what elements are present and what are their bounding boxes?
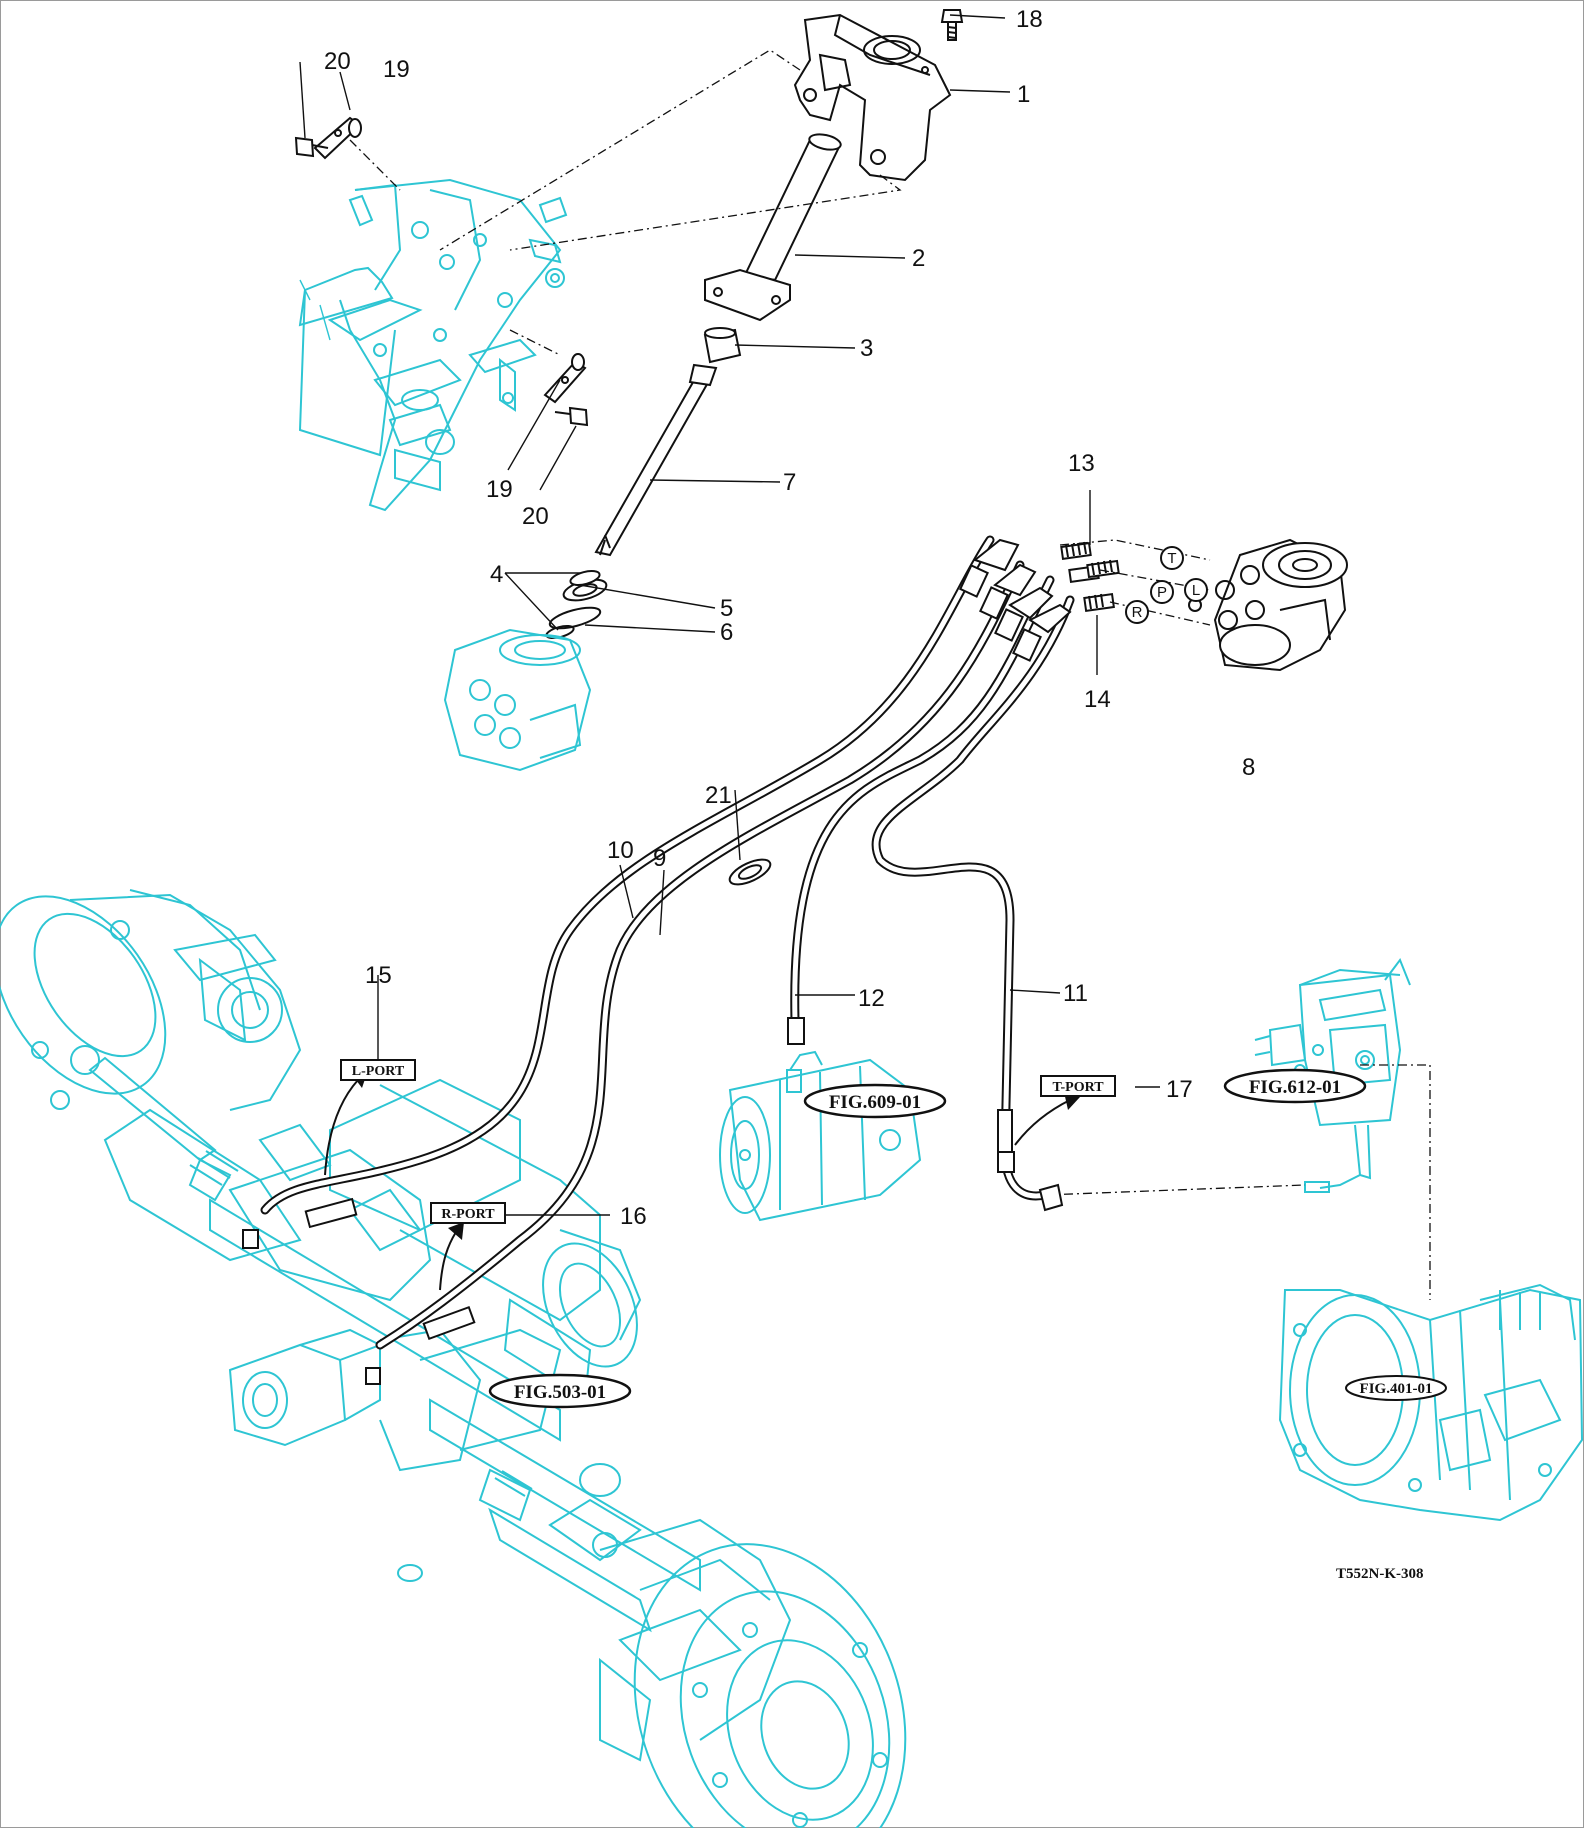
part-4-snap-ring bbox=[548, 606, 602, 630]
port-r-circle bbox=[1125, 600, 1149, 624]
callout-8: 8 bbox=[1242, 754, 1255, 781]
part-13-adapter-fittings bbox=[1060, 541, 1120, 584]
steering-unit-context bbox=[443, 628, 592, 772]
port-letter-t: T bbox=[1167, 550, 1176, 567]
callout-20-upper: 20 bbox=[324, 48, 351, 75]
port-label-boxes: L-PORT R-PORT T-PORT bbox=[340, 1059, 1116, 1224]
port-t-circle bbox=[1160, 546, 1184, 570]
steering-bracket-context bbox=[298, 178, 568, 512]
control-valve-context bbox=[1254, 957, 1411, 1193]
callout-16: 16 bbox=[620, 1203, 647, 1230]
callout-20-lower: 20 bbox=[522, 503, 549, 530]
port-letter-texts: T P L R bbox=[1132, 550, 1201, 621]
port-l-circle bbox=[1184, 578, 1208, 602]
hose-end-fittings bbox=[242, 538, 1072, 1385]
transmission-housing-context bbox=[1278, 1283, 1584, 1522]
port-letter-r: R bbox=[1132, 604, 1143, 621]
r-port-label: R-PORT bbox=[441, 1207, 495, 1222]
callout-1: 1 bbox=[1017, 81, 1030, 108]
part-18-bolt bbox=[940, 9, 964, 41]
front-axle-context bbox=[0, 889, 907, 1828]
callout-18: 18 bbox=[1016, 6, 1043, 33]
callout-21: 21 bbox=[705, 782, 732, 809]
drawing-code: T552N-K-308 bbox=[1336, 1566, 1424, 1582]
part-1-steering-bracket bbox=[793, 13, 952, 182]
part-8-steering-unit bbox=[1188, 538, 1348, 672]
figure-reference-ovals: FIG.609-01 FIG.612-01 FIG.503-01 FIG.401… bbox=[488, 1068, 1447, 1409]
part-3-bushing bbox=[703, 327, 742, 364]
callout-7: 7 bbox=[783, 469, 796, 496]
hose-9-r-port bbox=[375, 560, 1025, 1350]
port-arrows bbox=[324, 1070, 1080, 1291]
callout-19-upper: 19 bbox=[383, 56, 410, 83]
fig-503-01-ref: FIG.503-01 bbox=[514, 1382, 606, 1403]
callout-10: 10 bbox=[607, 837, 634, 864]
t-port-label: T-PORT bbox=[1052, 1080, 1104, 1095]
fig-609-01-ref: FIG.609-01 bbox=[829, 1092, 921, 1113]
callout-5: 5 bbox=[720, 595, 733, 622]
port-letter-p: P bbox=[1157, 584, 1167, 601]
callout-15: 15 bbox=[365, 962, 392, 989]
hydraulic-pump-context bbox=[719, 1050, 922, 1222]
callout-numbers: 1 2 3 4 5 6 7 8 9 10 11 12 13 14 15 16 1… bbox=[324, 6, 1255, 1230]
callout-19-lower: 19 bbox=[486, 476, 513, 503]
callout-12: 12 bbox=[858, 985, 885, 1012]
fig-401-01-ref: FIG.401-01 bbox=[1360, 1381, 1433, 1397]
part-20-bolt-upper bbox=[294, 136, 329, 158]
part-21-hose-clamp bbox=[728, 858, 772, 886]
assembly-centerlines bbox=[349, 49, 1431, 1300]
part-5-bearing bbox=[562, 570, 608, 602]
callout-2: 2 bbox=[912, 245, 925, 272]
callout-14: 14 bbox=[1084, 686, 1111, 713]
part-19-clip-upper bbox=[313, 116, 362, 160]
part-2-column-tube bbox=[704, 133, 842, 322]
leader-lines bbox=[299, 14, 1160, 1216]
part-7-steering-shaft bbox=[594, 363, 718, 557]
hose-12-pump bbox=[790, 575, 1055, 1025]
part-20-bolt-lower bbox=[554, 406, 589, 427]
port-letter-l: L bbox=[1192, 582, 1200, 599]
l-port-label: L-PORT bbox=[352, 1064, 405, 1079]
callout-11: 11 bbox=[1063, 980, 1088, 1007]
callout-13: 13 bbox=[1068, 450, 1095, 477]
port-letter-circles bbox=[1125, 546, 1208, 624]
callout-17: 17 bbox=[1166, 1076, 1193, 1103]
callout-3: 3 bbox=[860, 335, 873, 362]
part-19-clip-lower bbox=[543, 353, 587, 404]
callout-9: 9 bbox=[653, 845, 666, 872]
fig-612-01-ref: FIG.612-01 bbox=[1249, 1077, 1341, 1098]
part-14-adapter-fitting bbox=[1083, 592, 1115, 613]
callout-4: 4 bbox=[490, 561, 503, 588]
hose-10-l-port bbox=[260, 535, 995, 1215]
port-p-circle bbox=[1150, 580, 1174, 604]
callout-6: 6 bbox=[720, 619, 733, 646]
